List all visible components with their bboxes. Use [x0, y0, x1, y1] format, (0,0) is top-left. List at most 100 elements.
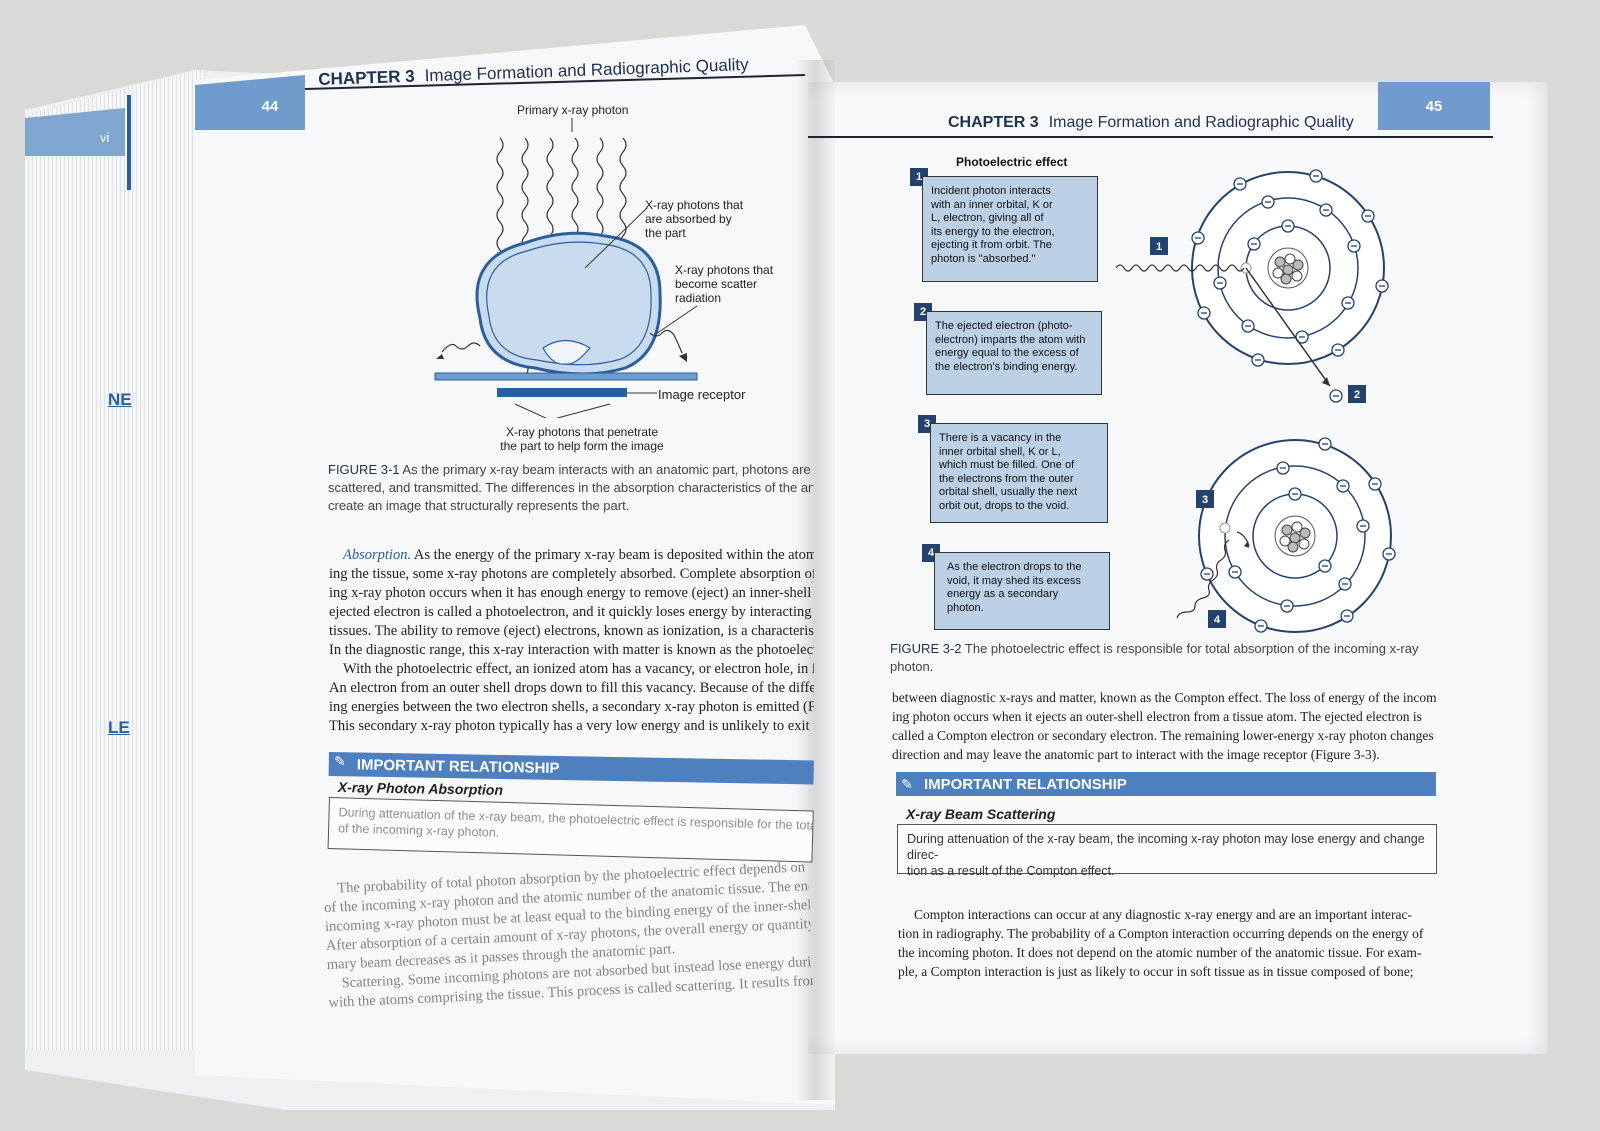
fig2-marker-1-text: 1: [1156, 241, 1162, 253]
step-line: photon.: [947, 601, 984, 614]
fig2-title: Photoelectric effect: [956, 155, 1068, 169]
fig1-scatter-line: X-ray photons that: [675, 263, 774, 277]
fig2-marker-4-text: 4: [1214, 614, 1221, 626]
body-line: As the energy of the primary x-ray beam …: [413, 547, 814, 563]
step-line: The ejected electron (photo-: [935, 320, 1073, 332]
body-line: An electron from an outer shell drops do…: [329, 680, 814, 696]
step-line: electron) imparts the atom with: [935, 333, 1086, 346]
fig2-marker-2: [1348, 385, 1366, 403]
body-line: tissues. The ability to remove (eject) e…: [329, 623, 814, 639]
important-body-line: During attenuation of the x-ray beam, th…: [907, 832, 1425, 862]
body-line: ple, a Compton interaction is just as li…: [898, 964, 1414, 979]
right-chapter-label: CHAPTER 3: [948, 114, 1039, 131]
body-line: ing photon occurs when it ejects an oute…: [892, 709, 1422, 724]
body-line: direction and may leave the anatomic par…: [892, 747, 1380, 762]
fig1-scatter-line: radiation: [675, 291, 722, 305]
left-important-subtitle: X-ray Photon Absorption: [337, 779, 504, 798]
body-line: tion in radiography. The probability of …: [898, 926, 1424, 941]
right-important-bar: IMPORTANT RELATIONSHIP: [896, 772, 1436, 796]
left-page-number: 44: [261, 98, 279, 115]
body-line: ejected electron is called a photoelectr…: [329, 604, 814, 620]
step-line: There is a vacancy in the: [939, 432, 1062, 444]
step-line: L, electron, giving all of: [931, 212, 1044, 224]
fig1-illustration: [434, 118, 698, 418]
left-important-bar-label: IMPORTANT RELATIONSHIP: [356, 755, 560, 777]
fig1-absorbed-line: are absorbed by: [645, 212, 732, 226]
fig1-penetrate-line: X-ray photons that penetrate: [505, 425, 659, 439]
step-line: the electrons from the outer: [939, 472, 1074, 485]
fig2-step-1-box: Incident photon interacts with an inner …: [922, 176, 1098, 282]
fig1-caption-line: As the primary x-ray beam interacts with…: [402, 462, 813, 477]
left-page: [195, 25, 835, 1105]
fig1-absorbed-line: the part: [645, 226, 686, 240]
fig1-caption-label: FIGURE 3-1: [328, 462, 400, 477]
fig2-step-3-box: There is a vacancy in the inner orbital …: [930, 423, 1108, 523]
step-line: photon is "absorbed.": [931, 252, 1036, 265]
absorption-lead: Absorption.: [343, 547, 412, 563]
absorption-paragraph: Absorption. As the energy of the primary…: [329, 546, 814, 736]
body-line: In the diagnostic range, this x-ray inte…: [329, 642, 814, 658]
body-line: With the photoelectric effect, an ionize…: [343, 661, 814, 677]
right-important-subtitle: X-ray Beam Scattering: [906, 806, 1056, 822]
step-line: which must be filled. One of: [939, 459, 1075, 471]
right-chapter-heading: CHAPTER 3 Image Formation and Radiographi…: [948, 114, 1354, 132]
fig1-caption-line: scattered, and transmitted. The differen…: [328, 480, 813, 495]
fig1-caption: FIGURE 3-1 As the primary x-ray beam int…: [328, 461, 813, 515]
fig2-atom-diagrams: 1 2 3 4: [1115, 169, 1396, 633]
right-important-bar-label: IMPORTANT RELATIONSHIP: [924, 775, 1127, 793]
left-page-number-tab: 44: [195, 75, 305, 130]
fig2-caption-label: FIGURE 3-2: [890, 641, 962, 656]
fig2-marker-3: [1196, 490, 1214, 508]
fig2-marker-4: [1208, 610, 1226, 628]
step-line: void, it may shed its excess: [947, 574, 1081, 587]
tab-divider: [127, 95, 131, 190]
right-page-number: 45: [1425, 97, 1443, 115]
page-stack-edge: [25, 70, 205, 1050]
fig1-label-primary: Primary x-ray photon: [517, 103, 629, 117]
side-tab-vi: vi: [100, 130, 110, 145]
body-line: ing energies between the two electron sh…: [329, 699, 814, 715]
step-line: inner orbital shell, K or L,: [939, 445, 1061, 458]
fig1-anatomy: [475, 231, 662, 376]
fig1-label-receptor: Image receptor: [658, 387, 746, 402]
body-line: Compton interactions can occur at any di…: [914, 907, 1412, 922]
body-line: This secondary x-ray photon typically ha…: [329, 718, 814, 734]
body-line: ing the tissue, some x-ray photons are c…: [329, 566, 814, 582]
fig2-atom-bottom: [1176, 437, 1396, 633]
step-line: with an inner orbital, K or: [931, 198, 1053, 211]
side-tab-le: LE: [108, 718, 130, 737]
step-line: its energy to the electron,: [931, 225, 1055, 238]
important-body-line: tion as a result of the Compton effect.: [907, 864, 1115, 878]
body-line: ing x-ray photon occurs when it has enou…: [329, 585, 814, 601]
wrench-icon: ✎: [901, 776, 913, 792]
fig1-image-receptor: [497, 388, 627, 397]
fig2-caption-line: The photoelectric effect is responsible …: [964, 641, 1419, 656]
fig2-marker-3-text: 3: [1202, 494, 1208, 506]
step-line: orbit out, drops to the void.: [939, 499, 1070, 512]
fig1-scatter-line: become scatter: [675, 277, 758, 291]
step-line: ejecting it from orbit. The: [931, 239, 1052, 251]
left-chapter-label: CHAPTER 3: [318, 66, 415, 89]
right-chapter-title: Image Formation and Radiographic Quality: [1048, 114, 1354, 131]
body-line: between diagnostic x-rays and matter, kn…: [892, 690, 1437, 705]
fig1-label-penetrate: X-ray photons that penetrate the part to…: [482, 425, 682, 453]
fig1-caption-line: create an image that structurally repres…: [328, 498, 630, 513]
step-line: Incident photon interacts: [931, 185, 1051, 197]
fig1-absorbed-line: X-ray photons that: [645, 198, 744, 212]
compton-paragraph: between diagnostic x-rays and matter, kn…: [892, 688, 1437, 764]
step-line: energy equal to the excess of: [935, 347, 1079, 359]
step-line: orbital shell, usually the next: [939, 486, 1078, 498]
left-bottom-paragraph: The probability of total photon absorpti…: [323, 858, 814, 1013]
fig1-label-scatter: X-ray photons that become scatter radiat…: [675, 263, 773, 305]
fig2-marker-2-text: 2: [1354, 389, 1360, 401]
right-important-box: During attenuation of the x-ray beam, th…: [897, 824, 1437, 878]
fig2-caption-line: photon.: [890, 659, 934, 674]
right-header-rule: [808, 136, 1493, 138]
wrench-icon: ✎: [334, 753, 346, 769]
step-line: As the electron drops to the: [947, 561, 1082, 573]
book-gutter: [795, 60, 835, 1100]
step-line: the electron's binding energy.: [935, 360, 1078, 373]
fig2-marker-1: [1150, 237, 1168, 255]
fig1-label-absorbed: X-ray photons that are absorbed by the p…: [645, 198, 743, 240]
right-page-number-tab: 45: [1378, 82, 1490, 130]
